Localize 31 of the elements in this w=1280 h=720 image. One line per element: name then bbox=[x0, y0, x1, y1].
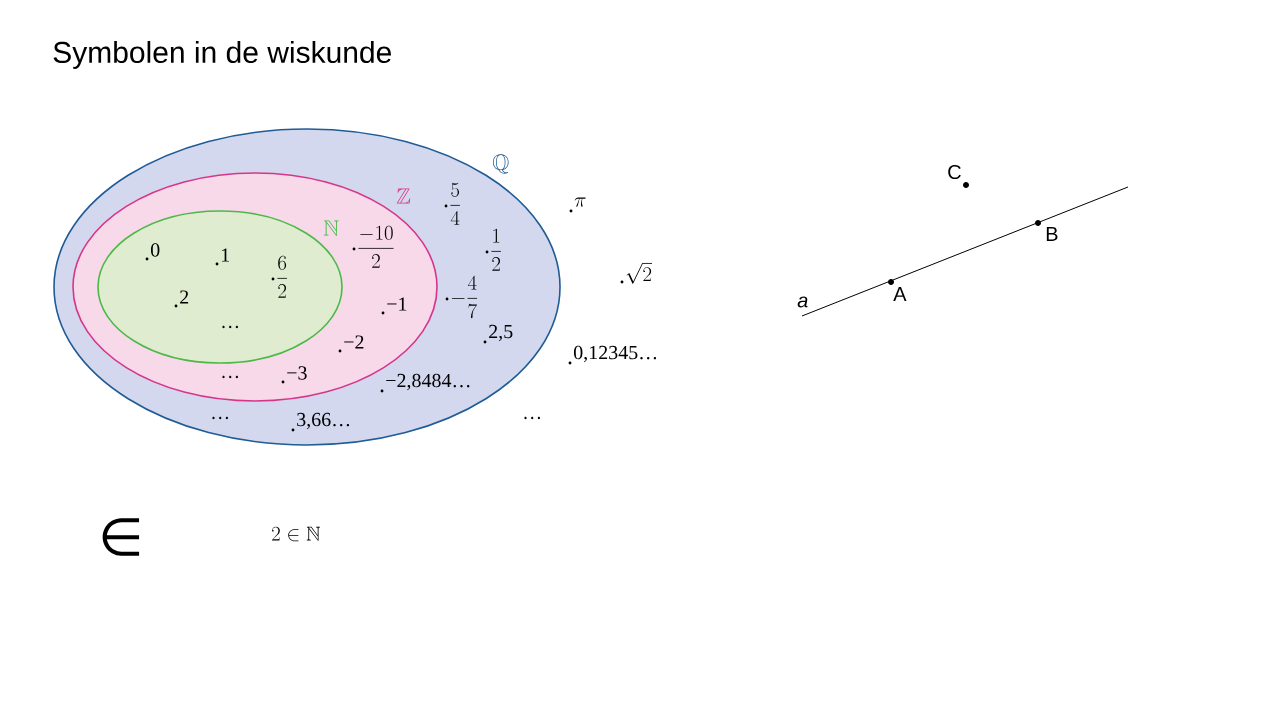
set-element: 1 bbox=[215, 248, 229, 266]
set-element: 2,5 bbox=[483, 324, 513, 344]
set-element: 0 bbox=[145, 243, 160, 261]
set-element: −1 bbox=[381, 297, 407, 315]
set-symbol: $\mathbb{Q}$ bbox=[492, 154, 509, 174]
set-element: 3,66… bbox=[291, 412, 350, 432]
formula-label: $2 \in \mathbb{N}$ bbox=[272, 526, 321, 542]
set-symbol: $\mathbb{N}$ bbox=[323, 220, 339, 236]
number-label: … bbox=[524, 416, 541, 420]
set-element: … bbox=[222, 325, 239, 329]
set-element: $-\frac{4}{7}$ bbox=[445, 275, 478, 319]
line-label: a bbox=[797, 296, 808, 308]
set-element: −3 bbox=[281, 366, 307, 384]
point-label: C bbox=[948, 164, 961, 180]
number-label: $\sqrt{2}$ bbox=[620, 263, 652, 284]
set-element: $\frac{6}{2}$ bbox=[271, 255, 287, 298]
set-element: $\frac{-10}{2}$ bbox=[352, 225, 394, 268]
set-element: −2 bbox=[338, 335, 364, 353]
element-symbol: ∈ bbox=[102, 518, 140, 556]
set-element: … bbox=[212, 416, 229, 420]
set-element: $\frac{5}{4}$ bbox=[444, 182, 460, 225]
point-label: B bbox=[1046, 227, 1058, 241]
title: Symbolen in de wiskunde bbox=[53, 41, 391, 69]
set-element: … bbox=[222, 375, 239, 379]
set-element: −2,8484… bbox=[380, 373, 470, 393]
set-element: 2 bbox=[174, 290, 189, 308]
set-element: $\frac{1}{2}$ bbox=[485, 228, 501, 271]
number-label: $\pi$ bbox=[569, 197, 586, 213]
point-label: A bbox=[893, 287, 907, 301]
number-label: 0,12345… bbox=[568, 345, 657, 365]
set-symbol: $\mathbb{Z}$ bbox=[396, 188, 411, 204]
